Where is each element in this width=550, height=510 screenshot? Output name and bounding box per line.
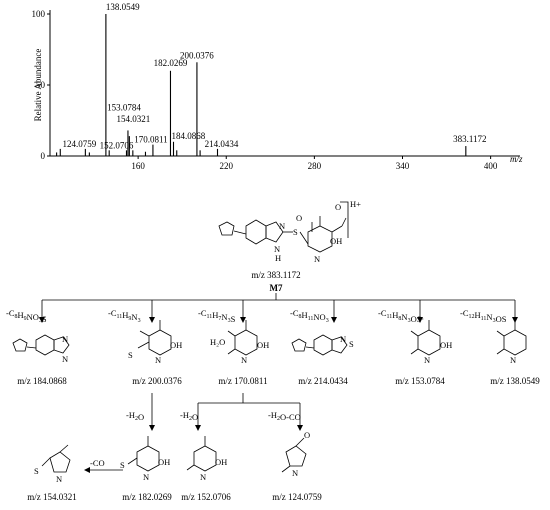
y-tick-label: 50	[36, 80, 46, 90]
x-ticks: 160 220 280 340 400	[131, 156, 498, 171]
product-mz-label: m/z 170.0811	[218, 376, 267, 386]
p154-s: S	[34, 466, 39, 476]
product-mz-label: m/z 200.0376	[132, 376, 182, 386]
product-mz-label: m/z 182.0269	[122, 492, 172, 502]
peak-label: 124.0759	[62, 139, 96, 149]
peak-label: 152.0706	[100, 140, 134, 150]
p153-n: N	[424, 355, 430, 365]
p153-oh: OH	[440, 340, 452, 350]
loss-label: -H2O	[180, 410, 198, 422]
p170-h2o: H₂O	[210, 337, 225, 347]
loss-label: -C11H7N3S	[198, 308, 236, 324]
p182-n: N	[143, 472, 149, 482]
p152-n: N	[200, 472, 206, 482]
product-mz-label: m/z 214.0434	[298, 376, 348, 386]
product-mz-label: m/z 184.0868	[17, 376, 67, 386]
product-200-structure	[137, 320, 172, 356]
product-182-structure	[127, 436, 160, 472]
x-tick-label: 220	[220, 161, 234, 171]
sulfoxide-o: O	[296, 213, 302, 223]
p124-o: O	[304, 430, 310, 440]
x-tick-label: 160	[131, 161, 145, 171]
mass-spectrum: Relative Abundance 0 50 100 160 220 280 340 40…	[32, 2, 524, 171]
p124-n: N	[292, 468, 298, 478]
imidazole-n: N	[279, 221, 285, 231]
x-tick-label: 280	[308, 161, 322, 171]
peak-label: 170.0811	[134, 135, 167, 145]
precursor-structure	[218, 201, 349, 253]
peak-label: 200.0376	[180, 50, 214, 60]
loss-label: -H2O-CO	[268, 410, 301, 422]
p154-n: N	[56, 474, 62, 484]
precursor-charge: H+	[350, 199, 361, 209]
peak-label: 154.0321	[116, 114, 150, 124]
peak-label: 138.0549	[106, 2, 140, 12]
p182-s: S	[120, 460, 125, 470]
product-154-structure	[41, 444, 71, 473]
imidazole-nh: N	[274, 244, 280, 254]
p200-n: N	[155, 355, 161, 365]
y-tick-label: 0	[41, 151, 46, 161]
product-mz-label: m/z 153.0784	[395, 376, 445, 386]
product-153-structure	[410, 320, 441, 356]
p184-n: N	[62, 354, 68, 364]
product-170-structure	[227, 320, 258, 356]
product-152-structure	[186, 436, 217, 472]
loss-label: -H2O	[126, 410, 144, 422]
y-ticks: 0 50 100	[32, 9, 50, 161]
loss-label: -CO	[90, 458, 105, 468]
x-tick-label: 340	[396, 161, 410, 171]
p214-n: N	[340, 334, 346, 344]
peak-label: 182.0269	[154, 58, 188, 68]
methoxy-o: O	[335, 202, 341, 212]
loss-label: -C11H8N3OS·	[378, 308, 424, 324]
pyridine-n: N	[314, 254, 320, 264]
product-mz-label: m/z 154.0321	[27, 492, 77, 502]
x-tick-label: 400	[484, 161, 498, 171]
loss-label: -C8H11NO3	[290, 308, 329, 324]
precursor-mz: m/z 383.1172	[251, 270, 300, 280]
product-138-structure	[496, 320, 527, 356]
spectrum-peaks	[56, 14, 467, 156]
sulfoxide-s: S	[293, 227, 298, 237]
peak-label: 214.0434	[205, 139, 239, 149]
p200-s: S	[128, 350, 133, 360]
product-184-structure	[12, 334, 70, 356]
loss-label: -C12H11N3OS	[460, 308, 507, 324]
y-tick-label: 100	[32, 9, 46, 19]
p152-oh: OH	[215, 457, 227, 467]
peak-label: 383.1172	[453, 134, 486, 144]
p170-n: N	[241, 355, 247, 365]
p184-nh: N	[62, 334, 68, 344]
peak-labels: 124.0759 138.0549 152.0706 153.0784 154.0321…	[62, 2, 486, 150]
imidazole-h: H	[275, 253, 281, 263]
p214-s: S	[349, 339, 354, 349]
p138-n: N	[510, 355, 516, 365]
p170-oh: OH	[257, 340, 269, 350]
pyridine-oh: OH	[330, 236, 342, 246]
peak-label: 153.0784	[107, 102, 141, 112]
p182-oh: OH	[158, 457, 170, 467]
fragmentation-scheme: N N H S O N OH O H+ m/z 383.1172 M7 -C8H…	[6, 199, 540, 502]
product-mz-label: m/z 152.0706	[181, 492, 231, 502]
loss-label: -C11H9N3	[108, 308, 141, 324]
product-214-structure	[291, 334, 348, 356]
loss-label: -C8H9NO3S	[6, 308, 47, 324]
peak-label: 184.0868	[172, 131, 206, 141]
p200-oh: OH	[170, 340, 182, 350]
product-mz-label: m/z 138.0549	[490, 376, 540, 386]
precursor-name: M7	[270, 283, 283, 293]
y-axis-title: Relative Abundance	[33, 49, 43, 122]
x-axis-title: m/z	[510, 154, 523, 164]
product-mz-label: m/z 124.0759	[272, 492, 322, 502]
product-124-structure	[281, 437, 307, 473]
